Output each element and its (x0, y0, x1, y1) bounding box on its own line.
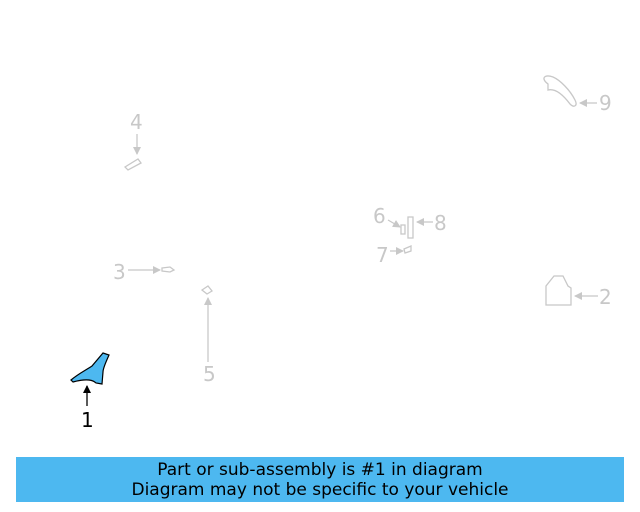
antenna-shape (70, 352, 110, 385)
banner-line-2: Diagram may not be specific to your vehi… (131, 479, 509, 500)
callout-1: 1 (81, 408, 94, 432)
callout-8: 8 (434, 211, 447, 235)
callout-5: 5 (203, 362, 216, 386)
callout-3: 3 (113, 260, 126, 284)
info-banner: Part or sub-assembly is #1 in diagram Di… (16, 457, 624, 502)
callout-2: 2 (599, 285, 612, 309)
callout-7: 7 (376, 243, 389, 267)
part-4-clip[interactable]: 4 (123, 110, 143, 171)
part-8-bracket[interactable]: 8 (407, 211, 447, 239)
part-7-clip[interactable]: 7 (376, 243, 412, 267)
part-5-clip[interactable]: 5 (200, 285, 216, 386)
part-2-cover[interactable]: 2 (545, 275, 612, 309)
banner-line-1: Part or sub-assembly is #1 in diagram (157, 459, 483, 480)
part-3-screw[interactable]: 3 (113, 260, 176, 284)
callout-9: 9 (599, 91, 612, 115)
part-1-antenna[interactable]: 1 (70, 352, 110, 432)
callout-4: 4 (130, 110, 143, 134)
part-6-fastener[interactable]: 6 (373, 204, 406, 235)
callout-6: 6 (373, 204, 386, 228)
leader-line-6 (387, 219, 401, 228)
part-9-hose[interactable]: 9 (543, 75, 612, 115)
